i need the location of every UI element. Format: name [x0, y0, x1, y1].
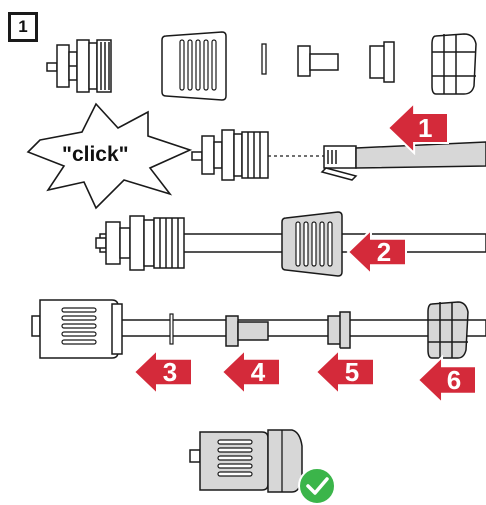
arrow-number-6: 6: [447, 365, 461, 395]
arrows-layer: 1 2 3 4 5 6: [132, 100, 477, 406]
part-sleeve: [369, 41, 395, 83]
arrow-number-5: 5: [345, 357, 359, 387]
end-cap-row4: [427, 301, 469, 359]
arrow-left-icon: [416, 354, 477, 406]
arrow-left-icon: [346, 227, 407, 277]
assembled-body-row4: [31, 299, 123, 359]
arrow-3: 3: [132, 347, 193, 397]
final-connector: [189, 429, 303, 493]
rj45-plug: [320, 145, 358, 181]
part-washer: [261, 43, 267, 75]
arrow-number-4: 4: [251, 357, 266, 387]
part-seal-insert: [297, 45, 339, 77]
arrow-number-2: 2: [377, 237, 391, 267]
arrow-number-1: 1: [418, 113, 432, 143]
check-icon: [298, 467, 336, 505]
connector-housing: [191, 129, 269, 181]
arrow-1: 1: [386, 100, 449, 156]
arrow-4: 4: [220, 347, 281, 397]
arrow-left-icon: [220, 347, 281, 397]
seal-insert-row4: [225, 315, 269, 347]
click-label: "click": [62, 143, 129, 166]
network-cable-1: [355, 141, 486, 169]
arrow-5: 5: [314, 347, 375, 397]
connector-housing-row3: [95, 215, 185, 271]
arrow-left-icon: [314, 347, 375, 397]
step-number-badge: 1: [8, 12, 38, 42]
part-end-cap: [431, 33, 477, 95]
arrow-number-3: 3: [163, 357, 177, 387]
nut-sliding-row3: [281, 211, 343, 277]
arrow-6: 6: [416, 354, 477, 406]
click-starburst: [26, 102, 193, 210]
washer-row4: [169, 313, 174, 345]
arrow-left-icon: [132, 347, 193, 397]
arrow-left-icon: [386, 100, 449, 156]
arrow-2: 2: [346, 227, 407, 277]
part-nut-ribbed: [161, 31, 227, 101]
part-housing-small: [46, 39, 112, 93]
sleeve-row4: [327, 311, 351, 349]
